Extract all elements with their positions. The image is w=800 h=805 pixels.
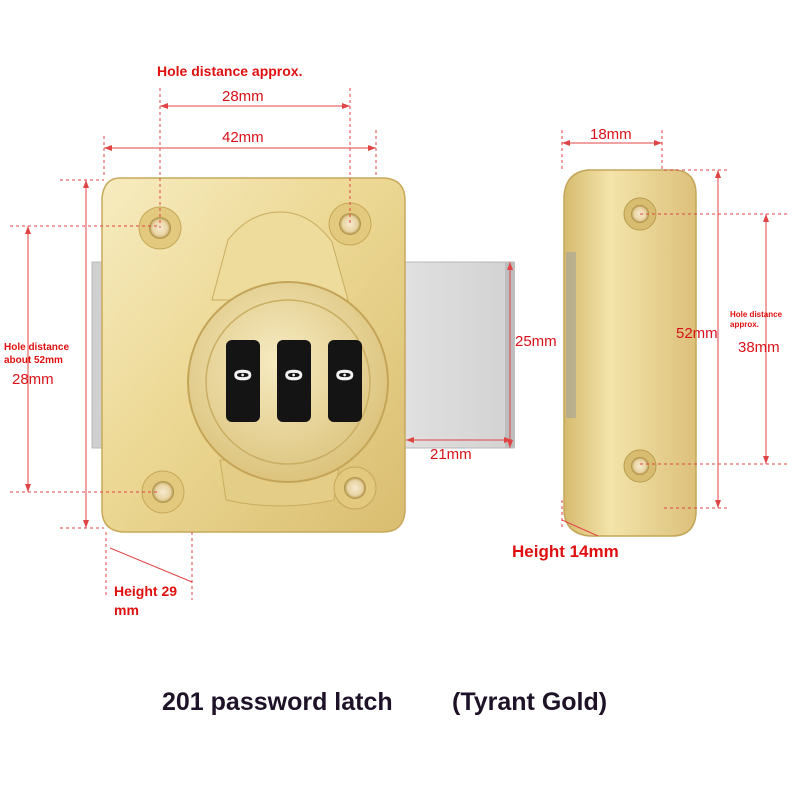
dial-ring: [205, 299, 371, 465]
dimension-lines: [10, 88, 790, 600]
height-14-label: Height 14mm: [512, 542, 619, 561]
product-name-caption: 201 password latch: [162, 688, 393, 716]
strike-plate: [563, 169, 697, 537]
hole-distance-left-line1: Hole distance: [4, 342, 70, 353]
hole-distance-top-label: Hole distance approx.: [157, 63, 303, 79]
hole-distance-right-line2: approx.: [730, 320, 759, 329]
hole-distance-right-line1: Hole distance: [730, 310, 783, 319]
dial-digit-1[interactable]: 0: [228, 368, 254, 382]
dial-digit-3[interactable]: 0: [330, 368, 356, 382]
digit-wheels: [226, 340, 362, 422]
product-variant-caption: (Tyrant Gold): [452, 688, 608, 716]
dimension-arrowheads: [25, 103, 769, 528]
dim-25mm: 25mm: [515, 333, 557, 350]
lock-neck: [211, 211, 349, 301]
hole-distance-left-line2: about 52mm: [4, 355, 63, 366]
dim-28mm-top: 28mm: [222, 88, 264, 105]
height-29-label-line2: mm: [114, 602, 139, 618]
dim-18mm: 18mm: [590, 126, 632, 143]
dial-digit-2[interactable]: 0: [279, 368, 305, 382]
strike-plate-slot: [566, 252, 576, 418]
dim-21mm: 21mm: [430, 446, 472, 463]
dim-52mm-right: 52mm: [676, 325, 718, 342]
dim-42mm: 42mm: [222, 129, 264, 146]
dim-38mm: 38mm: [738, 339, 780, 356]
height-29-label-line1: Height 29: [114, 583, 178, 599]
dim-28mm-left: 28mm: [12, 371, 54, 388]
